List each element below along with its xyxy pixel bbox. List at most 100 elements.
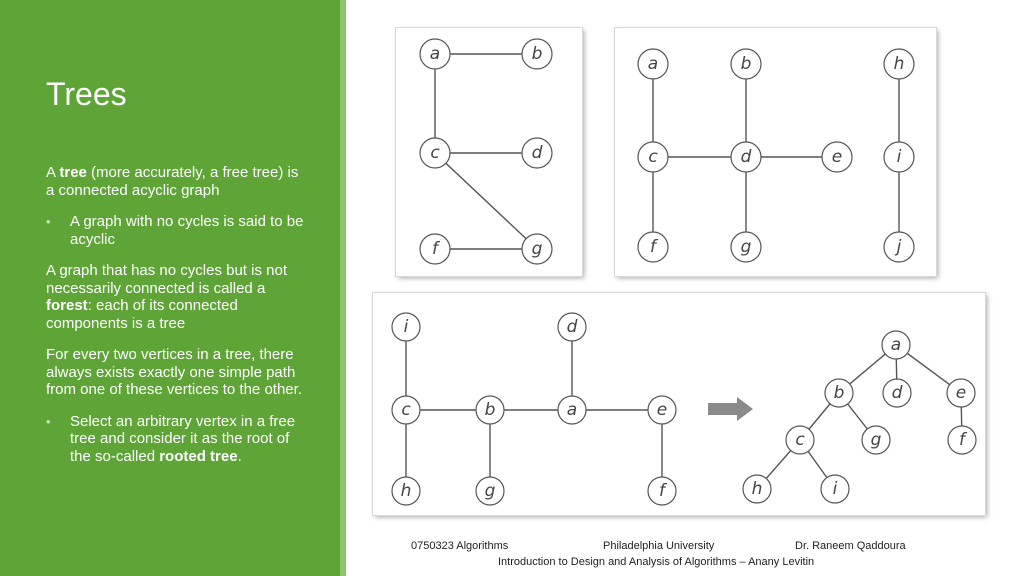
node-a: a xyxy=(881,330,911,360)
edge-c-g xyxy=(434,152,538,250)
term-rooted-tree: rooted tree xyxy=(159,447,238,465)
node-c: c xyxy=(391,395,421,425)
node-c: c xyxy=(637,141,669,173)
node-label: f xyxy=(959,430,968,450)
term-forest: forest xyxy=(46,297,88,314)
node-i: i xyxy=(883,141,915,173)
slide-body: A tree (more accurately, a free tree) is… xyxy=(46,164,308,479)
footer-author: Dr. Raneem Qaddoura xyxy=(795,540,906,552)
term-tree: tree xyxy=(59,164,87,181)
node-f: f xyxy=(637,231,669,263)
text: : each of its connected components is a … xyxy=(46,297,238,332)
node-d: d xyxy=(557,312,587,342)
forest-definition: A graph that has no cycles but is not ne… xyxy=(46,262,308,332)
node-b: b xyxy=(475,395,505,425)
node-f: f xyxy=(419,233,451,265)
node-label: a xyxy=(891,335,901,355)
node-label: g xyxy=(532,239,543,259)
text: . xyxy=(237,447,242,465)
path-property: For every two vertices in a tree, there … xyxy=(46,346,302,398)
node-label: f xyxy=(650,237,659,257)
node-label: a xyxy=(430,44,440,64)
bullet-icon: • xyxy=(46,413,51,429)
node-h: h xyxy=(883,48,915,80)
text: Select an arbitrary vertex in a free tre… xyxy=(70,412,296,465)
node-label: g xyxy=(741,237,752,257)
node-label: d xyxy=(567,317,578,337)
node-label: j xyxy=(895,237,902,257)
bullet-icon: • xyxy=(46,214,51,229)
tree-definition: A tree (more accurately, a free tree) is… xyxy=(46,164,308,199)
node-d: d xyxy=(882,378,912,408)
node-label: g xyxy=(871,430,882,450)
node-a: a xyxy=(419,38,451,70)
node-e: e xyxy=(946,378,976,408)
text: A graph that has no cycles but is not ne… xyxy=(46,262,287,297)
node-g: g xyxy=(475,476,505,506)
tree-transform-diagram: i d c b a e h g f a b d e c g f h i xyxy=(391,312,977,506)
node-e: e xyxy=(647,395,677,425)
text: A graph with no cycles is said to be acy… xyxy=(70,213,304,248)
node-label: h xyxy=(401,481,412,501)
node-c: c xyxy=(785,425,815,455)
node-label: c xyxy=(401,400,411,420)
node-label: e xyxy=(956,383,966,403)
node-label: f xyxy=(432,239,441,259)
title-panel xyxy=(0,0,340,576)
node-label: i xyxy=(897,147,902,167)
panel-accent-stripe xyxy=(340,0,346,576)
bullet-rooted-tree: • Select an arbitrary vertex in a free tr… xyxy=(46,413,308,466)
node-f: f xyxy=(647,476,677,506)
node-label: g xyxy=(485,481,496,501)
figure-rooted-tree-transform: i d c b a e h g f a b d e c g f h i xyxy=(373,293,985,515)
node-label: a xyxy=(567,400,577,420)
node-e: e xyxy=(821,141,853,173)
node-b: b xyxy=(824,378,854,408)
node-label: d xyxy=(892,383,903,403)
footer-course: 0750323 Algorithms xyxy=(411,540,509,552)
node-label: i xyxy=(833,479,838,499)
node-label: i xyxy=(404,317,409,337)
node-label: e xyxy=(657,400,667,420)
bullet-acyclic: • A graph with no cycles is said to be ac… xyxy=(46,213,308,248)
node-label: d xyxy=(741,147,752,167)
node-g: g xyxy=(521,233,553,265)
transform-arrow-icon xyxy=(708,397,753,421)
node-label: b xyxy=(485,400,496,420)
node-i: i xyxy=(391,312,421,342)
node-c: c xyxy=(419,137,451,169)
node-label: d xyxy=(532,143,543,163)
node-label: c xyxy=(430,143,440,163)
node-j: j xyxy=(883,231,915,263)
footer-book: Introduction to Design and Analysis of A… xyxy=(498,556,815,568)
node-label: f xyxy=(659,481,668,501)
node-label: h xyxy=(752,479,763,499)
node-g: g xyxy=(730,231,762,263)
figure-graph: a b c d f g xyxy=(396,28,582,276)
node-h: h xyxy=(391,476,421,506)
slide-title: Trees xyxy=(46,76,127,112)
node-f: f xyxy=(947,425,977,455)
node-label: c xyxy=(795,430,805,450)
node-a: a xyxy=(637,48,669,80)
node-g: g xyxy=(861,425,891,455)
node-label: e xyxy=(832,147,842,167)
node-label: b xyxy=(834,383,845,403)
node-b: b xyxy=(730,48,762,80)
footer-university: Philadelphia University xyxy=(603,540,715,552)
node-b: b xyxy=(521,38,553,70)
figure-forest: a b h c d e i f g j xyxy=(615,28,936,276)
node-label: c xyxy=(648,147,658,167)
node-label: b xyxy=(532,44,543,64)
node-label: b xyxy=(741,54,752,74)
node-label: a xyxy=(648,54,658,74)
node-d: d xyxy=(521,137,553,169)
forest-diagram: a b h c d e i f g j xyxy=(637,48,915,263)
graph-diagram: a b c d f g xyxy=(419,38,553,265)
node-a: a xyxy=(557,395,587,425)
node-label: h xyxy=(894,54,905,74)
text: (more accurately, a free tree) is a conn… xyxy=(46,164,299,199)
node-h: h xyxy=(742,474,772,504)
node-i: i xyxy=(820,474,850,504)
text: A xyxy=(46,164,60,181)
